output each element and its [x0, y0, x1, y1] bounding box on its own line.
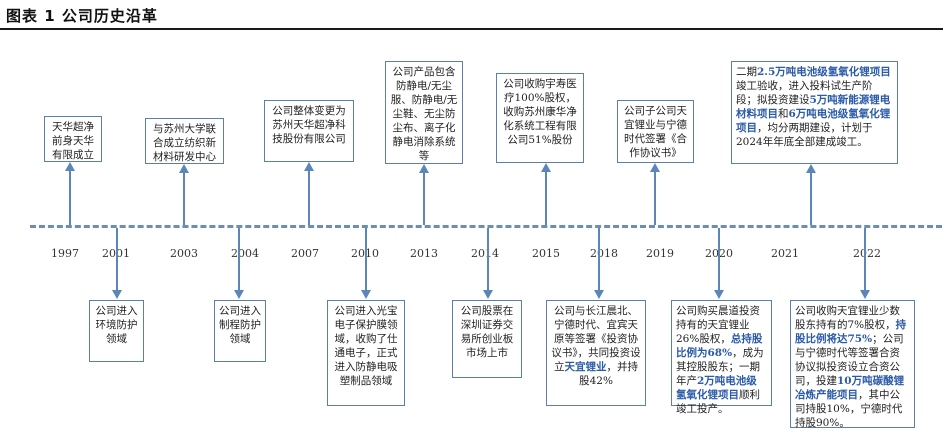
- event-2018-highlight: 天宜锂业: [564, 361, 607, 373]
- connector-2022: [864, 228, 866, 290]
- event-2022-box: 公司收购天宜锂业少数股东持有的7%股权，持股比例将达75%；公司与宁德时代等签署…: [790, 300, 915, 429]
- title-divider: [0, 28, 943, 30]
- connector-2003: [183, 172, 185, 225]
- event-2014-box: 公司股票在深圳证券交易所创业板市场上市: [452, 300, 522, 378]
- arrow-2004: [234, 290, 244, 299]
- year-label: 2007: [291, 247, 319, 260]
- connector-2004: [238, 228, 240, 290]
- event-2022-highlight: 10万吨碳酸锂冶炼产能项目: [795, 375, 905, 401]
- event-2003-box: 与苏州大学联合成立纺织新材料研发中心: [145, 118, 224, 164]
- connector-2007: [308, 170, 310, 225]
- event-2022-text: ，其中公司持股10%，宁德时代持股90%。: [795, 389, 903, 429]
- year-label: 2015: [532, 247, 560, 260]
- event-2021-highlight: 6万吨电池级氢氧化锂项目: [736, 108, 891, 134]
- connector-2001: [116, 228, 118, 290]
- connector-2021: [810, 172, 812, 225]
- arrow-2007: [304, 162, 314, 171]
- year-label: 2014: [471, 247, 499, 260]
- event-2021-text: 和: [778, 108, 789, 120]
- event-2001-box: 公司进入环境防护领域: [89, 300, 144, 362]
- connector-2010: [365, 228, 367, 290]
- event-2020-highlight: 2万吨电池级氢氧化锂项目: [676, 375, 757, 401]
- event-2021-highlight: 2.5万吨电池级氢氧化锂项目: [757, 66, 891, 78]
- event-2007-box: 公司整体变更为苏州天华超净科技股份有限公司: [264, 100, 354, 162]
- arrow-2018: [594, 290, 604, 299]
- arrow-2020: [714, 290, 724, 299]
- connector-2020: [718, 228, 720, 290]
- arrow-2015: [541, 163, 551, 172]
- timeline-axis: [30, 225, 942, 228]
- event-2021-text: ，均分两期建设，计划于2024年年底全部建成竣工。: [736, 122, 873, 148]
- event-2010-box: 公司进入光宝电子保护膜领域，收购了仕通电子，正式进入防静电吸塑制品领域: [327, 300, 405, 406]
- event-2021-highlight: 5万吨新能源锂电材料项目: [736, 94, 891, 120]
- event-2020-highlight: 总持股比例为68%: [676, 333, 763, 359]
- arrow-2003: [179, 164, 189, 173]
- year-label: 2003: [170, 247, 198, 260]
- event-2018-box: 公司与长江晨北、宁德时代、宜宾天原等签署《投资协议书》，共同投资设立天宜锂业，并…: [546, 300, 646, 406]
- event-2021-text: 竣工验收，进入投料试生产阶段；拟投资建设: [736, 80, 873, 106]
- event-2021-box: 二期2.5万吨电池级氢氧化锂项目竣工验收，进入投料试生产阶段；拟投资建设5万吨新…: [731, 61, 898, 164]
- figure-title: 图表 1 公司历史沿革: [6, 7, 158, 25]
- arrow-2021: [806, 164, 816, 173]
- connector-2019: [654, 171, 656, 225]
- event-2022-text: ；公司与宁德时代等签署合资协议拟投资设立合资公司，投建: [795, 333, 904, 387]
- event-2020-box: 公司购买晨道投资持有的天宜锂业26%股权，总持股比例为68%，成为其控股股东；一…: [671, 300, 772, 415]
- connector-2013: [423, 172, 425, 225]
- event-2015-box: 公司收购宇寿医疗100%股权，收购苏州康华净化系统工程有限公司51%股份: [496, 73, 584, 163]
- arrow-2001: [112, 290, 122, 299]
- event-1997-box: 天华超净前身天华有限成立: [44, 116, 102, 162]
- event-2020-text: 顺利竣工投产。: [676, 389, 760, 415]
- event-2020-text: 公司购买晨道投资持有的天宜锂业26%股权，: [676, 305, 760, 345]
- year-label: 1997: [51, 247, 79, 260]
- event-2022-highlight: 持股比例将达75%: [795, 319, 907, 345]
- connector-2015: [545, 171, 547, 225]
- event-2021-text: 二期: [736, 66, 757, 78]
- arrow-2019: [650, 163, 660, 172]
- year-label: 2013: [410, 247, 438, 260]
- year-label: 2022: [853, 247, 881, 260]
- event-2019-box: 公司子公司天宜锂业与宁德时代签署《合作协议书》: [617, 100, 694, 163]
- connector-1997: [69, 170, 71, 225]
- year-label: 2021: [771, 247, 799, 260]
- event-2013-box: 公司产品包含防静电/无尘服、防静电/无尘鞋、无尘防尘布、离子化静电消除系统等: [385, 61, 463, 164]
- arrow-2014: [483, 290, 493, 299]
- arrow-1997: [65, 162, 75, 171]
- event-2022-text: 公司收购天宜锂业少数股东持有的7%股权，: [795, 305, 900, 331]
- year-label: 2018: [590, 247, 618, 260]
- connector-2014: [487, 228, 489, 290]
- arrow-2010: [361, 290, 371, 299]
- connector-2018: [598, 228, 600, 290]
- year-label: 2019: [646, 247, 674, 260]
- event-2020-text: ，成为其控股股东；一期年产: [676, 347, 764, 387]
- arrow-2013: [419, 164, 429, 173]
- event-2018-text: 公司与长江晨北、宁德时代、宜宾天原等签署《投资协议书》，共同投资设立: [551, 305, 641, 373]
- event-2004-box: 公司进入制程防护领域: [214, 300, 266, 362]
- year-label: 2004: [231, 247, 259, 260]
- arrow-2022: [860, 290, 870, 299]
- event-2018-text: ，并持股42%: [579, 361, 638, 387]
